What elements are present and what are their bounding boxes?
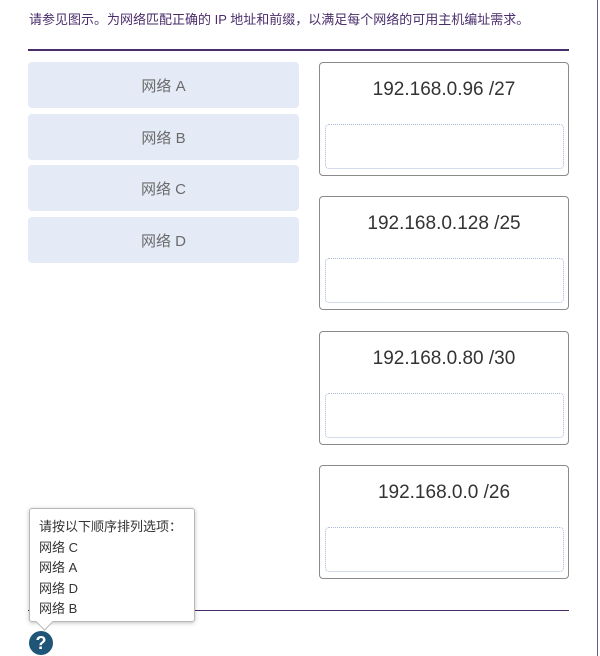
drag-item-network-a[interactable]: 网络 A xyxy=(28,62,299,108)
tooltip-line: 网络 B xyxy=(39,601,78,616)
drop-zone[interactable] xyxy=(325,124,564,169)
target-box-1: 192.168.0.96 /27 xyxy=(319,62,569,176)
answer-hint-tooltip: 请按以下顺序排列选项： 网络 C 网络 A 网络 D 网络 B xyxy=(29,508,195,631)
tooltip-line: 网络 A xyxy=(39,560,78,575)
target-address-label: 192.168.0.96 /27 xyxy=(372,79,516,100)
tooltip-line: 网络 C xyxy=(39,539,79,555)
drag-item-network-c[interactable]: 网络 C xyxy=(28,165,299,211)
target-address-label: 192.168.0.128 /25 xyxy=(367,213,521,234)
drop-zone[interactable] xyxy=(325,527,564,572)
target-address-label: 192.168.0.0 /26 xyxy=(377,482,511,503)
question-circle-icon[interactable]: ? xyxy=(29,631,53,655)
drop-zone[interactable] xyxy=(325,258,564,303)
target-address-label: 192.168.0.80 /30 xyxy=(372,348,516,369)
tooltip-line: 网络 D xyxy=(39,580,79,596)
page-right-border xyxy=(597,0,598,656)
drag-item-network-b[interactable]: 网络 B xyxy=(28,114,299,160)
question-instruction: 请参见图示。为网络匹配正确的 IP 地址和前缀，以满足每个网络的可用主机编址需求… xyxy=(29,12,530,27)
bottom-divider xyxy=(28,610,569,611)
top-divider xyxy=(28,49,569,51)
target-box-4: 192.168.0.0 /26 xyxy=(319,465,569,579)
target-box-2: 192.168.0.128 /25 xyxy=(319,196,569,310)
drag-item-network-d[interactable]: 网络 D xyxy=(28,217,299,263)
tooltip-title: 请按以下顺序排列选项： xyxy=(39,519,183,534)
drop-zone[interactable] xyxy=(325,393,564,438)
target-box-3: 192.168.0.80 /30 xyxy=(319,331,569,445)
